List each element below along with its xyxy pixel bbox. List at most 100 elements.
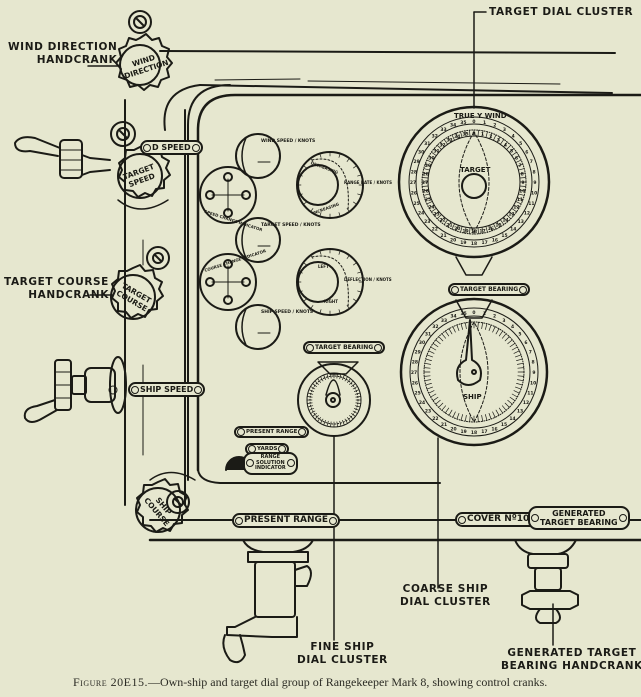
dial-number: 20 <box>454 226 460 232</box>
dial-number: 0 <box>472 131 475 137</box>
dial-tick <box>355 402 362 404</box>
dial-tick <box>506 144 512 150</box>
dial-number: 30 <box>428 156 434 162</box>
dial-number: 16 <box>488 226 494 232</box>
callout-target-dial-cluster: TARGET DIAL CLUSTER <box>489 6 634 18</box>
dial-tick <box>302 262 307 266</box>
wind-direction-knob[interactable] <box>115 10 173 91</box>
dial-tick <box>423 193 430 196</box>
coarse-ship-dial <box>399 297 549 589</box>
dial-tick <box>346 305 350 310</box>
nameplate-target-bearing-main: TARGET BEARING <box>448 283 531 296</box>
dial-tick <box>485 131 488 138</box>
dial-number: 28 <box>412 360 418 366</box>
dial-number: 3 <box>502 318 505 324</box>
dial-number: 22 <box>432 416 438 422</box>
dial-number: 18 <box>471 241 477 247</box>
dial-tick <box>347 417 351 422</box>
dial-number: 21 <box>441 422 447 428</box>
dial-number: 24 <box>418 211 424 217</box>
dial-tick <box>507 399 513 405</box>
nameplate-present-range-small: PRESENT RANGE <box>234 426 310 438</box>
dial-number: 5 <box>518 331 521 337</box>
dial-tick <box>503 216 508 223</box>
dial-number: 22 <box>439 218 445 224</box>
nameplate-present-range: PRESENT RANGE <box>232 513 341 528</box>
dial-number: 9 <box>533 180 536 186</box>
dial-number: 32 <box>439 142 445 148</box>
dial-tick <box>314 380 319 385</box>
dial-number: 16 <box>491 426 497 432</box>
present-range-handcrank[interactable] <box>222 539 314 664</box>
dial-tick <box>310 305 314 310</box>
dial-tick <box>423 168 430 171</box>
dial-number: 0 <box>472 119 475 125</box>
dial-tick <box>498 407 504 414</box>
dial-tick <box>422 172 430 175</box>
ship-speed-dial <box>235 304 281 350</box>
dial-tick <box>511 208 517 213</box>
target-course-knob[interactable] <box>110 246 170 320</box>
dial-tick <box>308 408 315 411</box>
dial-tick <box>481 130 484 138</box>
dial-tick <box>513 155 520 160</box>
dial-number: 12 <box>524 211 530 217</box>
dial-tick <box>451 223 455 230</box>
dial-tick <box>485 323 488 330</box>
dial-tick <box>319 250 322 255</box>
dial-tick <box>448 328 453 335</box>
dial-tick <box>498 330 504 337</box>
target-speed-knob[interactable] <box>14 121 171 210</box>
dial-number: 33 <box>440 127 446 133</box>
target-speed-dial <box>235 217 281 263</box>
dial-number: 27 <box>411 370 417 376</box>
dial-tick <box>508 211 515 216</box>
dial-tick <box>320 376 324 382</box>
dial-tick <box>353 298 358 302</box>
wind-speed-dial-label: WIND SPEED / KNOTS <box>261 139 316 144</box>
dial-number: 31 <box>433 149 439 155</box>
dial-number: 33 <box>446 138 452 144</box>
ship-course-knob[interactable] <box>135 471 196 533</box>
dial-number: 4 <box>511 324 514 330</box>
dial-tick <box>488 412 492 420</box>
dial-tick <box>424 362 432 365</box>
range-rate-dial-ticks <box>296 151 364 219</box>
dial-tick <box>511 151 517 156</box>
dial-tick <box>456 324 460 332</box>
nameplate-generated-target-bearing: GENERATED TARGET BEARING <box>528 506 630 530</box>
dial-number: 24 <box>419 400 425 406</box>
dial-tick <box>477 227 479 235</box>
dial-tick <box>353 389 360 392</box>
dial-number: 19 <box>462 228 468 234</box>
dial-number: 13 <box>508 211 514 217</box>
dial-tick <box>495 409 500 416</box>
generated-target-bearing-handcrank[interactable] <box>514 539 579 624</box>
dial-number: 14 <box>509 416 515 422</box>
ship-speed-crank[interactable] <box>23 356 127 423</box>
dial-number: 20 <box>450 237 456 243</box>
dial-tick <box>509 396 516 402</box>
dial-tick <box>430 346 437 351</box>
dial-number: 9 <box>521 180 524 186</box>
dial-tick <box>307 392 314 395</box>
dial-tick <box>464 130 467 138</box>
dial-tick <box>342 374 345 381</box>
dial-number: 35 <box>460 311 466 317</box>
dial-tick <box>481 322 484 330</box>
dial-number: 7 <box>529 349 532 355</box>
dial-tick <box>492 326 496 333</box>
dial-tick <box>357 271 362 274</box>
dial-tick <box>513 390 520 394</box>
dial-number: 20 <box>450 426 456 432</box>
dial-tick <box>433 148 440 153</box>
dial-number: 3 <box>503 127 506 133</box>
dial-number: 11 <box>527 391 533 397</box>
dial-tick <box>518 189 526 192</box>
dial-tick <box>357 174 362 177</box>
figure-caption-text: —Own-ship and target dial group of Range… <box>147 675 548 689</box>
dial-tick <box>428 155 435 160</box>
ship-speed-dial-label: SHIP SPEED / KNOTS <box>261 310 314 315</box>
dial-number: 25 <box>414 201 420 207</box>
deflection-left-label: LEFT <box>318 264 329 269</box>
